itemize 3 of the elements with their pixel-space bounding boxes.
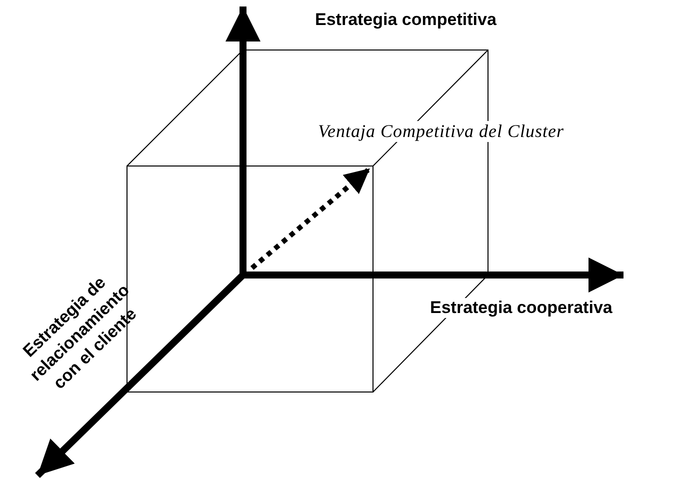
vector-label: Ventaja Competitiva del Cluster	[318, 121, 564, 142]
axis-label: Estrategia competitiva	[315, 10, 496, 30]
axis-label: Estrategia cooperativa	[430, 298, 612, 318]
